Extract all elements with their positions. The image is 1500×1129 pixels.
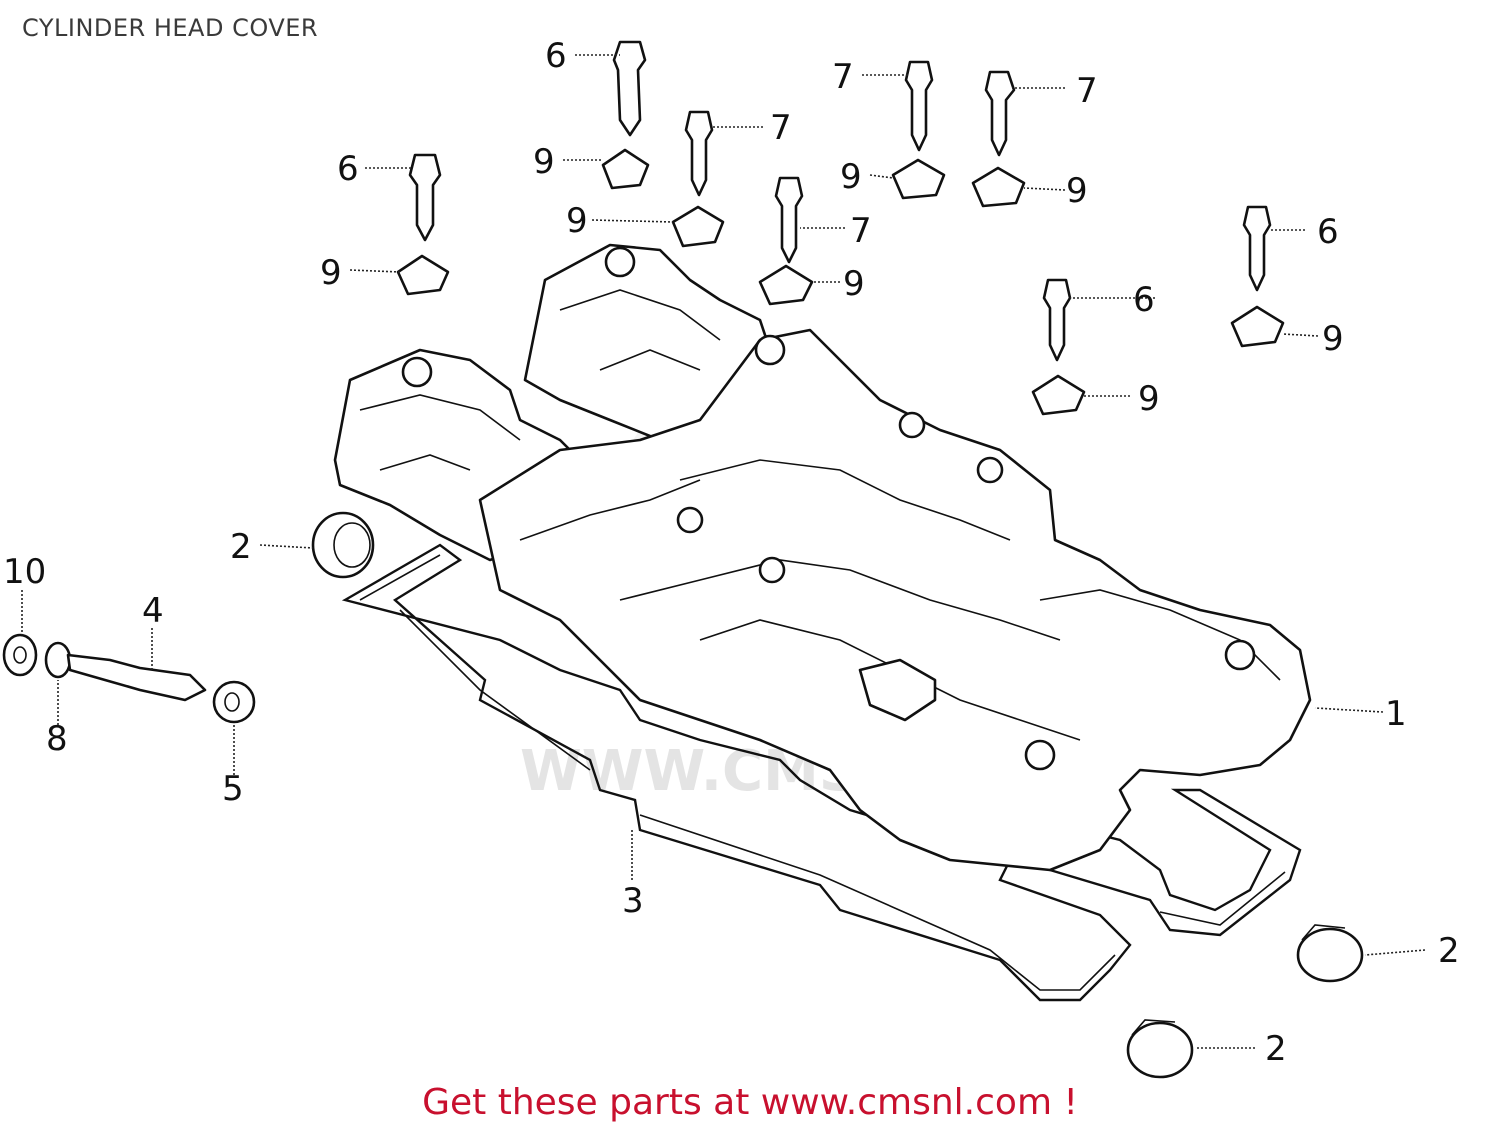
sealing-washer-10[interactable] bbox=[2, 633, 38, 677]
callout-2: 2 bbox=[1265, 1029, 1287, 1069]
callout-9: 9 bbox=[1322, 319, 1344, 359]
callout-9: 9 bbox=[533, 142, 555, 182]
callout-6: 6 bbox=[337, 149, 359, 189]
callout-9: 9 bbox=[1066, 171, 1088, 211]
callout-7: 7 bbox=[832, 57, 854, 97]
callout-4: 4 bbox=[142, 591, 164, 631]
callout-5: 5 bbox=[222, 769, 244, 809]
grommet-9-f[interactable] bbox=[971, 166, 1026, 208]
bolt-7-d[interactable] bbox=[984, 70, 1016, 157]
bolt-7-a[interactable] bbox=[684, 110, 714, 197]
callout-2: 2 bbox=[230, 527, 252, 567]
callout-6: 6 bbox=[1317, 212, 1339, 252]
callout-9: 9 bbox=[843, 264, 865, 304]
callout-labels: 1 2 2 2 3 4 5 6 6 6 6 7 7 7 7 8 9 9 9 9 … bbox=[3, 36, 1460, 1069]
callout-9: 9 bbox=[566, 201, 588, 241]
cam-end-plug-right-upper[interactable] bbox=[1296, 924, 1364, 983]
grommet-9-g[interactable] bbox=[1031, 374, 1086, 416]
cylinder-head-cover[interactable] bbox=[333, 243, 1312, 872]
callout-7: 7 bbox=[770, 108, 792, 148]
callout-7: 7 bbox=[850, 211, 872, 251]
bolt-6-d[interactable] bbox=[1242, 205, 1272, 292]
grommet-5[interactable] bbox=[212, 680, 256, 724]
callout-8: 8 bbox=[46, 719, 68, 759]
cam-end-plug-left[interactable] bbox=[311, 511, 375, 579]
bolt-6-b[interactable] bbox=[408, 153, 442, 242]
bolt-6-c[interactable] bbox=[1042, 278, 1072, 362]
callout-1: 1 bbox=[1385, 694, 1407, 734]
callout-3: 3 bbox=[622, 881, 644, 921]
cam-end-plug-right-lower[interactable] bbox=[1126, 1019, 1194, 1079]
grommet-9-d[interactable] bbox=[758, 264, 814, 306]
callout-6: 6 bbox=[1133, 280, 1155, 320]
head-cover-gasket[interactable] bbox=[341, 543, 1302, 1002]
callout-9: 9 bbox=[1138, 379, 1160, 419]
bolt-7-b[interactable] bbox=[774, 176, 804, 264]
grommet-9-b[interactable] bbox=[396, 254, 450, 296]
grommet-9-c[interactable] bbox=[671, 205, 725, 248]
breather-pipe-4[interactable] bbox=[66, 653, 207, 702]
callout-6: 6 bbox=[545, 36, 567, 76]
grommet-9-e[interactable] bbox=[891, 158, 946, 200]
callout-9: 9 bbox=[840, 157, 862, 197]
grommet-9-h[interactable] bbox=[1230, 305, 1285, 348]
bolt-6-a[interactable] bbox=[612, 40, 647, 137]
callout-10: 10 bbox=[3, 552, 46, 592]
washer-8[interactable] bbox=[44, 641, 72, 679]
callout-9: 9 bbox=[320, 253, 342, 293]
callout-2: 2 bbox=[1438, 931, 1460, 971]
callout-7: 7 bbox=[1076, 71, 1098, 111]
parts-shop-link[interactable]: Get these parts at www.cmsnl.com ! bbox=[422, 1082, 1078, 1123]
page-title: CYLINDER HEAD COVER bbox=[22, 14, 319, 42]
grommet-9-a[interactable] bbox=[601, 148, 650, 190]
leader-lines bbox=[21, 54, 1426, 1049]
bolt-7-c[interactable] bbox=[904, 60, 934, 152]
